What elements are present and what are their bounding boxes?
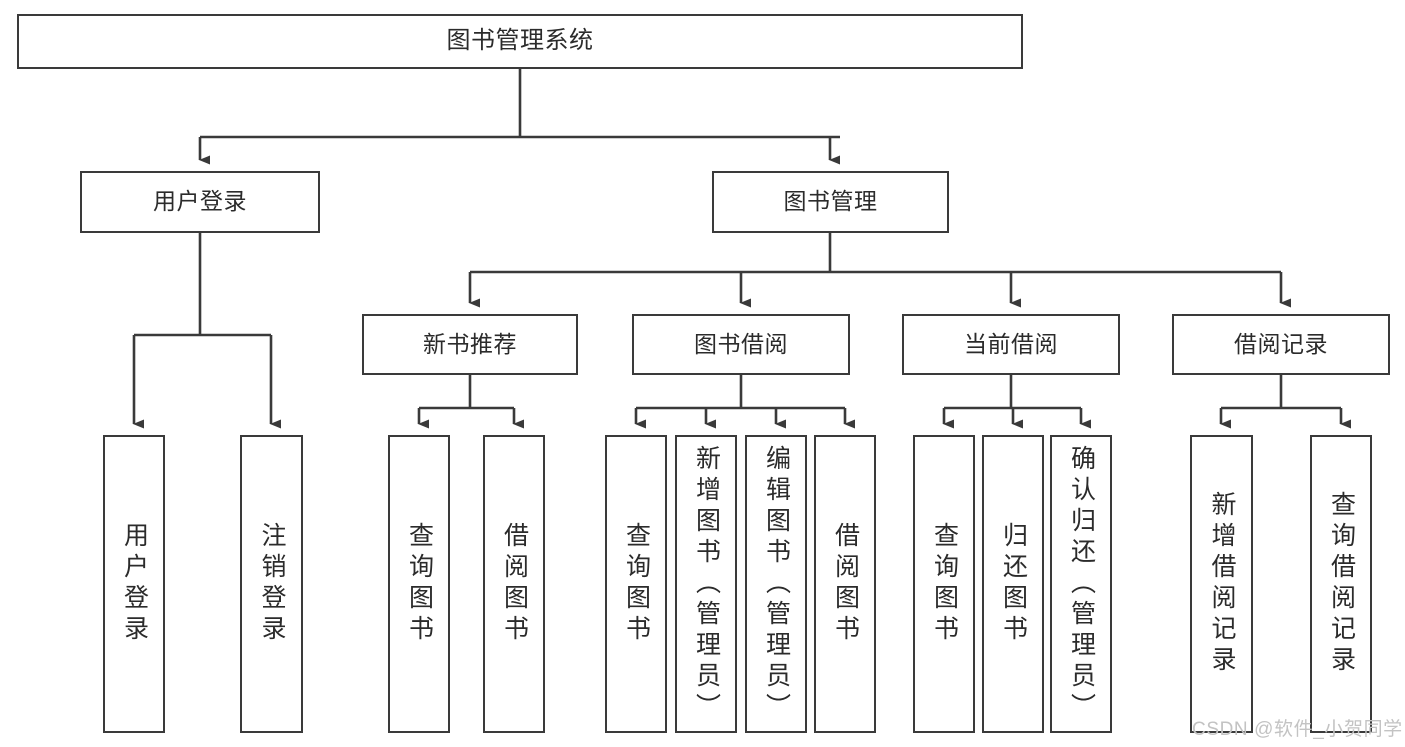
node-leaf-query-record-label: 查询借阅记录 <box>1327 491 1356 677</box>
node-leaf-add-record-label: 新增借阅记录 <box>1208 491 1236 677</box>
node-new-book-rec[interactable]: 新书推荐 <box>362 314 578 375</box>
node-book-borrow[interactable]: 图书借阅 <box>632 314 850 375</box>
node-leaf-confirm-return[interactable]: 确认归还（管理员） <box>1050 435 1112 733</box>
node-leaf-edit-book-label: 编辑图书（管理员） <box>762 444 791 724</box>
node-leaf-user-login[interactable]: 用户登录 <box>103 435 165 733</box>
node-current-borrow[interactable]: 当前借阅 <box>902 314 1120 375</box>
node-book-manage-label: 图书管理 <box>783 188 878 215</box>
node-leaf-query-book-rec[interactable]: 查询图书 <box>388 435 450 733</box>
node-leaf-borrow-book[interactable]: 借阅图书 <box>814 435 876 733</box>
node-new-book-rec-label: 新书推荐 <box>423 330 517 357</box>
node-leaf-return-book[interactable]: 归还图书 <box>982 435 1044 733</box>
node-leaf-query-book-cur[interactable]: 查询图书 <box>913 435 975 733</box>
node-leaf-user-login-label: 用户登录 <box>120 522 149 646</box>
node-user-login-label: 用户登录 <box>153 188 247 215</box>
node-leaf-borrow-book-rec[interactable]: 借阅图书 <box>483 435 545 733</box>
node-borrow-record[interactable]: 借阅记录 <box>1172 314 1390 375</box>
node-leaf-query-book-rec-label: 查询图书 <box>405 522 434 646</box>
node-leaf-return-book-label: 归还图书 <box>999 522 1028 646</box>
node-leaf-add-book[interactable]: 新增图书（管理员） <box>675 435 737 733</box>
node-book-manage[interactable]: 图书管理 <box>712 171 949 233</box>
node-leaf-confirm-return-label: 确认归还（管理员） <box>1067 444 1096 724</box>
node-leaf-borrow-book-rec-label: 借阅图书 <box>500 522 529 646</box>
node-leaf-add-record[interactable]: 新增借阅记录 <box>1190 435 1253 733</box>
csdn-watermark: CSDN @软件_小贺同学 <box>1192 719 1403 740</box>
node-leaf-query-record[interactable]: 查询借阅记录 <box>1310 435 1372 733</box>
node-root-label: 图书管理系统 <box>446 27 594 55</box>
node-user-login[interactable]: 用户登录 <box>80 171 320 233</box>
node-leaf-edit-book[interactable]: 编辑图书（管理员） <box>745 435 807 733</box>
node-leaf-add-book-label: 新增图书（管理员） <box>692 444 721 724</box>
node-current-borrow-label: 当前借阅 <box>964 330 1058 357</box>
node-leaf-query-book[interactable]: 查询图书 <box>605 435 667 733</box>
node-leaf-logout-label: 注销登录 <box>258 522 286 646</box>
node-book-borrow-label: 图书借阅 <box>694 330 788 357</box>
node-leaf-query-book-label: 查询图书 <box>622 522 651 646</box>
node-root[interactable]: 图书管理系统 <box>17 14 1023 69</box>
node-leaf-logout[interactable]: 注销登录 <box>240 435 303 733</box>
node-borrow-record-label: 借阅记录 <box>1234 330 1328 357</box>
node-leaf-query-book-cur-label: 查询图书 <box>930 522 959 646</box>
node-leaf-borrow-book-label: 借阅图书 <box>831 522 860 646</box>
